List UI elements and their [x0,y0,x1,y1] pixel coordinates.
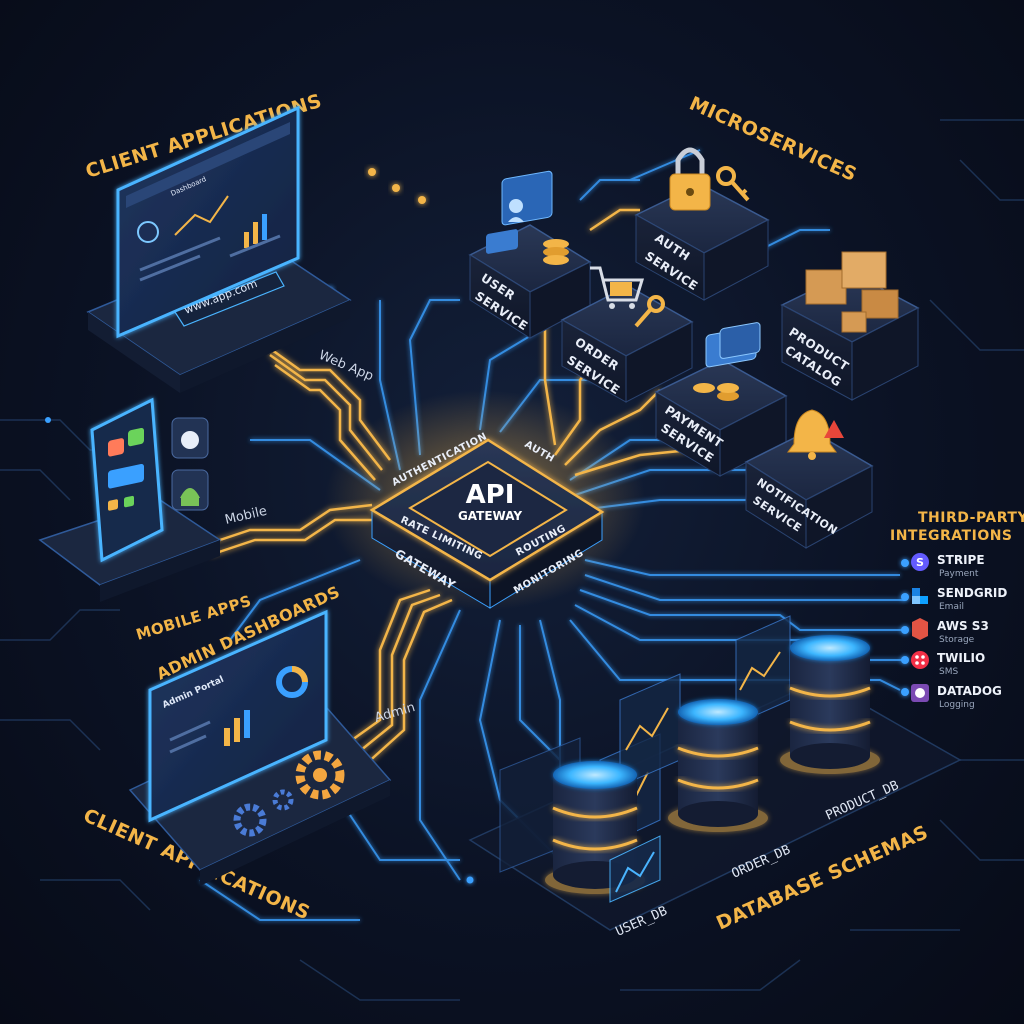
product-catalog-node[interactable]: PRODUCT CATALOG [780,251,920,401]
sendgrid-logo-icon [912,588,920,596]
android-icon [180,488,200,498]
twilio-logo-icon [911,651,929,669]
gear-icon-small [272,789,294,811]
api-gateway[interactable]: API GATEWAY AUTHENTICATION AUTH RATE LIM… [325,390,645,610]
mobile-client-phone[interactable] [38,397,222,602]
third-party-integrations-list: S STRIPE Payment SENDGRID Email AWS S3 S… [911,553,1007,710]
integration-twilio-sub: SMS [939,667,958,677]
key-icon [716,166,736,186]
stripe-logo-icon: S [916,556,924,569]
aws-s3-logo-icon [912,618,928,640]
integration-datadog-sub: Logging [939,700,975,710]
section-title-microservices: MICROSERVICES [686,92,860,186]
integration-twilio-name: TWILIO [937,651,985,665]
order-service-node[interactable]: ORDER SERVICE [560,266,694,403]
integration-sendgrid[interactable]: SENDGRID Email [912,586,1007,612]
gear-icon-blue [233,803,267,837]
integration-twilio[interactable]: TWILIO SMS [911,651,985,677]
web-client-monitor[interactable]: Dashboard www.app.com [86,105,352,393]
integration-stripe[interactable]: S STRIPE Payment [911,553,985,579]
integration-sendgrid-sub: Email [939,602,964,612]
notification-service-node[interactable]: NOTIFICATION SERVICE [744,409,874,549]
globe-icon [137,221,159,243]
gateway-title: API [466,480,515,510]
gateway-subtitle: GATEWAY [458,509,522,523]
integration-aws-s3-sub: Storage [939,635,975,645]
gear-icon-large [295,750,345,800]
integration-aws-s3[interactable]: AWS S3 Storage [912,618,989,645]
database-order-db[interactable]: ORDER_DB [668,699,793,882]
section-title-third-party: THIRD-PARTY [918,510,1024,526]
section-title-integrations: INTEGRATIONS [890,528,1013,544]
integration-stripe-sub: Payment [939,569,979,579]
integration-datadog[interactable]: DATADOG Logging [911,684,1002,710]
shopping-cart-icon [590,266,645,302]
auth-service-node[interactable]: AUTH SERVICE [634,147,770,301]
line-chart-icon [174,195,229,236]
payment-coins-icon [693,383,715,393]
route-label-mobile: Mobile [224,504,269,528]
alert-icon [824,420,844,438]
integration-sendgrid-name: SENDGRID [937,586,1007,600]
package-box-icon [805,269,847,305]
bell-icon [787,409,837,453]
payment-service-node[interactable]: PAYMENT SERVICE [654,322,788,477]
bar-chart-icon [244,232,249,248]
background-circuit-lines [0,119,1024,1001]
order-key-icon [647,295,665,313]
user-service-node[interactable]: USER SERVICE [468,170,592,339]
integration-stripe-name: STRIPE [937,553,985,567]
integration-datadog-name: DATADOG [937,684,1002,698]
lock-icon [675,147,705,176]
coin-stack-icon [543,239,569,249]
apple-icon [181,431,199,449]
admin-dashboard-client[interactable]: Admin Portal [128,609,392,886]
user-profile-icon [501,170,553,226]
integration-aws-s3-name: AWS S3 [937,619,989,633]
